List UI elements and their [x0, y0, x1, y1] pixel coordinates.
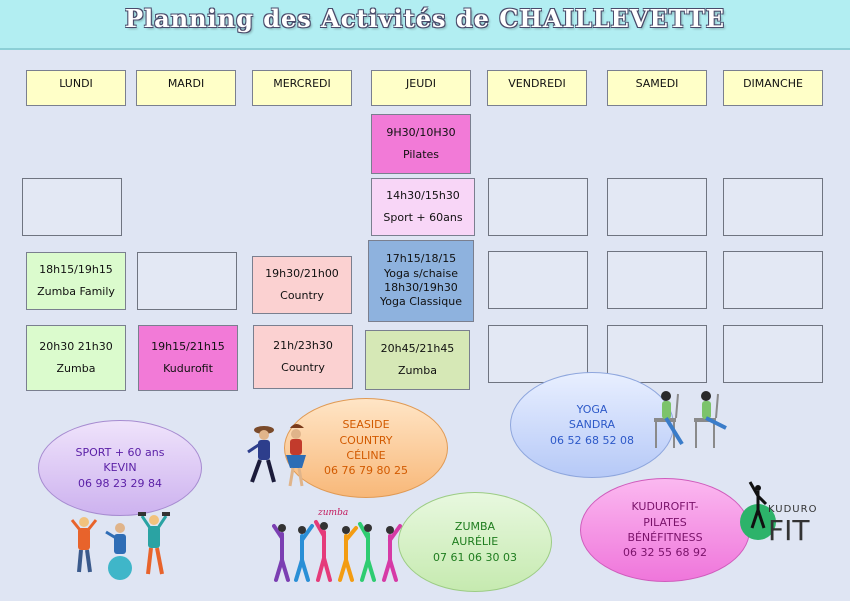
empty-slot — [488, 325, 588, 383]
slot-time: 18h30/19h30 — [384, 281, 458, 294]
seniors-exercising-illustration — [70, 512, 170, 580]
day-header-mercredi: MERCREDI — [252, 70, 352, 106]
slot-time: 19h15/21h15 — [151, 339, 225, 353]
slot-activity: Yoga s/chaise — [384, 266, 458, 280]
empty-slot — [607, 325, 707, 383]
slot-activity: Yoga Classique — [380, 295, 462, 309]
slot-jeudi-zumba: 20h45/21h45 Zumba — [365, 330, 470, 390]
slot-jeudi-pilates: 9H30/10H30 Pilates — [371, 114, 471, 174]
contact-phone: 06 98 23 29 84 — [78, 476, 162, 490]
contact-phone: 06 32 55 68 92 — [623, 546, 707, 560]
contact-phone: 06 76 79 80 25 — [324, 464, 408, 478]
kudurofit-logo-small: KUDURO — [768, 504, 818, 515]
empty-slot — [607, 251, 707, 309]
slot-time: 18h15/19h15 — [39, 262, 113, 276]
slot-activity: Sport + 60ans — [383, 211, 463, 224]
contact-activity: SEASIDE — [342, 418, 390, 432]
slot-activity: Zumba — [56, 362, 96, 375]
slot-mercredi-country-2: 21h/23h30 Country — [253, 325, 353, 389]
day-header-jeudi: JEUDI — [371, 70, 471, 106]
contact-name: KEVIN — [103, 461, 137, 475]
contact-sport-kevin: SPORT + 60 ans KEVIN 06 98 23 29 84 — [38, 420, 202, 516]
slot-time: 21h/23h30 — [273, 338, 333, 352]
contact-phone: 06 52 68 52 08 — [550, 433, 634, 447]
zumba-logo-text: zumba — [318, 508, 349, 518]
slot-jeudi-sport60: 14h30/15h30 Sport + 60ans — [371, 178, 475, 236]
contact-activity: KUDUROFIT- — [631, 500, 699, 514]
contact-yoga-sandra: YOGA SANDRA 06 52 68 52 08 — [510, 372, 674, 478]
kudurofit-logo-figure — [740, 481, 776, 540]
slot-mardi-kudurofit: 19h15/21h15 Kudurofit — [138, 325, 238, 391]
slot-activity: Country — [280, 289, 324, 302]
contact-name: SANDRA — [568, 418, 616, 432]
slot-activity: Zumba Family — [37, 285, 115, 298]
empty-slot — [723, 251, 823, 309]
empty-slot — [137, 252, 237, 310]
slot-time: 20h30 21h30 — [39, 339, 113, 353]
slot-mercredi-country-1: 19h30/21h00 Country — [252, 256, 352, 314]
contact-activity: BÉNÉFITNESS — [627, 531, 703, 544]
slot-lundi-zumba: 20h30 21h30 Zumba — [26, 325, 126, 391]
day-header-mardi: MARDI — [136, 70, 236, 106]
slot-time: 17h15/18/15 — [385, 252, 457, 266]
empty-slot — [488, 178, 588, 236]
page-title: Planning des Activités de CHAILLEVETTE — [124, 4, 726, 33]
empty-slot — [22, 178, 122, 236]
contact-activity: PILATES — [643, 515, 687, 529]
slot-lundi-zumba-family: 18h15/19h15 Zumba Family — [26, 252, 126, 310]
slot-activity: Kudurofit — [163, 362, 213, 375]
slot-time: 20h45/21h45 — [380, 341, 455, 355]
day-header-dimanche: DIMANCHE — [723, 70, 823, 106]
contact-activity: ZUMBA — [454, 519, 496, 533]
slot-activity: Pilates — [402, 148, 440, 161]
kudurofit-logo: KUDURO FIT — [738, 478, 816, 558]
title-banner: Planning des Activités de CHAILLEVETTE — [0, 0, 850, 50]
contact-phone: 07 61 06 30 03 — [433, 550, 517, 564]
empty-slot — [723, 325, 823, 383]
contact-activity: COUNTRY — [339, 433, 393, 447]
contact-zumba-aurelie: ZUMBA AURÉLIE 07 61 06 30 03 — [398, 492, 552, 592]
zumba-dancers-illustration — [272, 520, 402, 582]
slot-activity: Zumba — [398, 364, 437, 377]
day-header-samedi: SAMEDI — [607, 70, 707, 106]
slot-jeudi-yoga: 17h15/18/15 Yoga s/chaise 18h30/19h30 Yo… — [368, 240, 474, 322]
day-header-lundi: LUNDI — [26, 70, 126, 106]
contact-name: AURÉLIE — [451, 535, 499, 549]
contact-activity: SPORT + 60 ans — [75, 445, 165, 459]
contact-activity: YOGA — [576, 402, 608, 416]
slot-time: 19h30/21h00 — [265, 266, 339, 280]
day-header-vendredi: VENDREDI — [487, 70, 587, 106]
empty-slot — [488, 251, 588, 309]
slot-activity: Country — [281, 361, 325, 374]
slot-time: 9H30/10H30 — [386, 125, 456, 139]
country-dancers-illustration — [247, 424, 306, 487]
contact-name: CÉLINE — [346, 449, 386, 462]
contact-country-celine: SEASIDE COUNTRY CÉLINE 06 76 79 80 25 — [284, 398, 448, 498]
contact-kudurofit: KUDUROFIT- PILATES BÉNÉFITNESS 06 32 55 … — [580, 478, 750, 582]
yoga-chair-illustration — [654, 391, 727, 448]
empty-slot — [607, 178, 707, 236]
kudurofit-logo-big: FIT — [768, 514, 810, 547]
slot-time: 14h30/15h30 — [386, 188, 460, 202]
empty-slot — [723, 178, 823, 236]
